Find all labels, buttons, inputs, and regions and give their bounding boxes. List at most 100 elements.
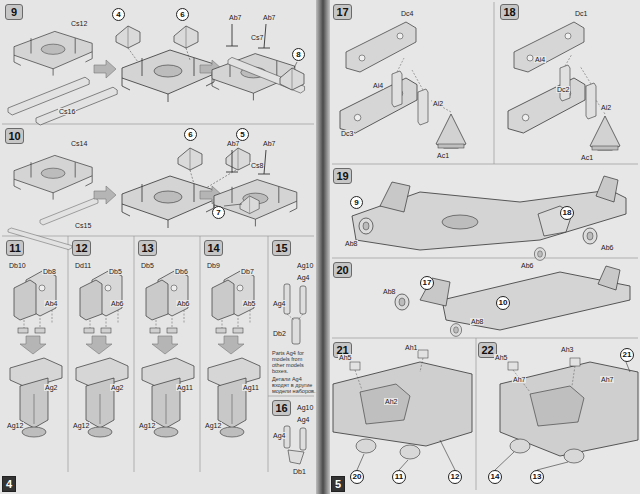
node-text: 20 xyxy=(353,473,362,481)
node-text: 17 xyxy=(423,279,432,287)
node-text: 13 xyxy=(141,243,153,254)
part-label: Ag12 xyxy=(72,422,90,429)
node-text: 11 xyxy=(9,243,21,254)
node-text: 6 xyxy=(180,11,184,19)
part-label: Dd11 xyxy=(74,262,92,269)
node-text: 12 xyxy=(451,473,460,481)
step-number: 9 xyxy=(5,4,23,20)
node-text: 10 xyxy=(8,131,20,142)
part-label: Ah7 xyxy=(512,376,526,383)
node-text: 18 xyxy=(503,7,515,18)
part-label: Ab7 xyxy=(262,140,276,147)
part-label: Ac1 xyxy=(436,152,450,159)
part-label: Ah3 xyxy=(560,346,574,353)
part-label: Ag2 xyxy=(110,384,124,391)
part-label: Db10 xyxy=(8,262,27,269)
part-label: Db2 xyxy=(272,330,287,337)
node-text: 5 xyxy=(240,131,244,139)
part-label: Cs8 xyxy=(250,162,264,169)
node-text: 20 xyxy=(336,265,348,276)
step-number: 19 xyxy=(333,168,352,184)
part-label: Cs16 xyxy=(58,108,76,115)
part-label: Ab4 xyxy=(44,300,58,307)
node-text: 15 xyxy=(275,243,287,254)
node-text: 17 xyxy=(336,7,348,18)
part-label: Db1 xyxy=(292,468,307,475)
part-label: Cs7 xyxy=(250,34,264,41)
step-number: 16 xyxy=(272,400,291,416)
part-callout: 20 xyxy=(350,470,364,484)
part-label: Ag4 xyxy=(296,416,310,423)
part-label: Ai4 xyxy=(534,56,546,63)
part-callout: 18 xyxy=(560,206,574,220)
node-text: 9 xyxy=(11,7,17,18)
step-number: 12 xyxy=(72,240,91,256)
part-label: Db7 xyxy=(240,268,255,275)
part-label: Ab6 xyxy=(520,262,534,269)
part-callout: 6 xyxy=(184,128,197,141)
part-label: Cs14 xyxy=(70,140,88,147)
part-callout: 14 xyxy=(488,470,502,484)
part-label: Ah5 xyxy=(494,354,508,361)
part-label: Dc3 xyxy=(340,130,354,137)
part-callout: 13 xyxy=(530,470,544,484)
part-label: Dc4 xyxy=(400,10,414,17)
part-label: Ag10 xyxy=(296,262,314,269)
part-label: Ab5 xyxy=(242,300,256,307)
part-label: Cs12 xyxy=(70,20,88,27)
part-label: Cs15 xyxy=(74,222,92,229)
part-label: Ai2 xyxy=(432,100,444,107)
part-label: Ag2 xyxy=(44,384,58,391)
part-label: Ag12 xyxy=(204,422,222,429)
part-label: Ab6 xyxy=(110,300,124,307)
page-number: 4 xyxy=(2,476,16,492)
part-label: Db9 xyxy=(206,262,221,269)
part-label: Ag4 xyxy=(272,432,286,439)
node-text: 18 xyxy=(563,209,572,217)
part-label: Ab8 xyxy=(470,318,484,325)
part-label: Dc1 xyxy=(574,10,588,17)
node-text: 14 xyxy=(207,243,219,254)
part-label: Ab7 xyxy=(226,140,240,147)
node-text: 11 xyxy=(395,473,403,481)
note-text: Детали Ag4 входят в другие модели наборо… xyxy=(271,376,317,394)
part-label: Ai4 xyxy=(372,82,384,89)
step-number: 17 xyxy=(333,4,352,20)
part-callout: 4 xyxy=(112,8,125,21)
part-callout: 11 xyxy=(392,470,406,484)
part-label: Ag10 xyxy=(296,404,314,411)
part-callout: 10 xyxy=(496,296,510,310)
part-label: Ab8 xyxy=(344,240,358,247)
node-text: 8 xyxy=(296,51,300,59)
part-callout: 9 xyxy=(350,196,363,209)
part-label: Ah7 xyxy=(600,376,614,383)
step-number: 15 xyxy=(272,240,291,256)
step-number: 10 xyxy=(5,128,24,144)
node-text: 13 xyxy=(533,473,542,481)
part-callout: 6 xyxy=(176,8,189,21)
part-callout: 8 xyxy=(292,48,305,61)
part-label: Ag12 xyxy=(138,422,156,429)
part-label: Db8 xyxy=(42,268,57,275)
part-label: Ac1 xyxy=(580,154,594,161)
step-number: 20 xyxy=(333,262,352,278)
node-text: 4 xyxy=(6,479,12,490)
part-label: Ab6 xyxy=(176,300,190,307)
part-callout: 17 xyxy=(420,276,434,290)
step-number: 18 xyxy=(500,4,519,20)
node-text: 14 xyxy=(491,473,500,481)
part-label: Db5 xyxy=(140,262,155,269)
node-text: 10 xyxy=(499,299,508,307)
part-label: Db6 xyxy=(174,268,189,275)
part-label: Ag11 xyxy=(242,384,260,391)
part-label: Ab7 xyxy=(262,14,276,21)
note-text: Parts Ag4 for models from other models b… xyxy=(271,350,317,374)
part-callout: 7 xyxy=(212,206,225,219)
part-label: Ag11 xyxy=(176,384,194,391)
node-text: 19 xyxy=(336,171,348,182)
step-number: 13 xyxy=(138,240,157,256)
node-text: 5 xyxy=(335,479,341,490)
node-text: 16 xyxy=(275,403,287,414)
step-number: 14 xyxy=(204,240,223,256)
